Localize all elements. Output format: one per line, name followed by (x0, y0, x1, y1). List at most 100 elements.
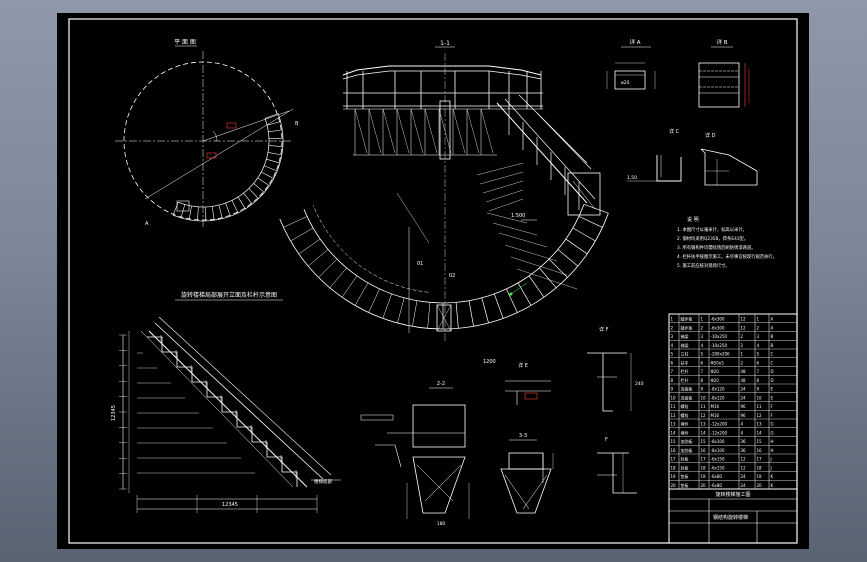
table-cell: 96 (741, 413, 747, 418)
plan-tread (264, 165, 278, 172)
table-cell: 10 (757, 395, 763, 400)
web-diag (368, 108, 382, 154)
table-cell: 5 (701, 352, 704, 357)
table-cell: 垫板 (681, 473, 689, 479)
table-cell: -6x300 (711, 317, 725, 322)
table-cell: 36 (741, 439, 747, 444)
table-cell: 12 (741, 465, 747, 470)
detail-e-title: 详 E (518, 362, 528, 369)
table-cell: 11 (701, 404, 707, 409)
svg-text:B: B (295, 121, 299, 127)
plan-tread (266, 121, 281, 126)
table-cell: 36 (741, 448, 747, 453)
table-cell: 2 (741, 343, 744, 348)
fan-tread (329, 267, 347, 288)
svg-text:ø20: ø20 (621, 80, 630, 86)
table-cell: 加劲板 (681, 438, 693, 444)
fan-tread (548, 258, 568, 278)
table-cell: 立柱 (681, 351, 689, 357)
web-diag (410, 108, 424, 154)
table-cell: F (771, 413, 774, 418)
table-cell: 48 (741, 369, 747, 374)
web-diag (438, 108, 452, 154)
table-cell: 3 (757, 334, 760, 339)
table-cell: 9 (671, 387, 674, 392)
table-cell: 垫板 (681, 482, 689, 488)
table-cell: 24 (741, 483, 747, 488)
section-web (353, 108, 497, 156)
fan-tread (557, 249, 579, 267)
table-cell: K (771, 483, 774, 488)
notes: 说 明 1. 本图尺寸以毫米计，标高以米计。 2. 钢材均采用Q235B，焊条E… (677, 216, 777, 269)
fan-label: 1200 (483, 359, 496, 365)
section-3-title: 3-3 (519, 433, 527, 439)
plan-stair-treads (172, 113, 284, 222)
table-cell: 螺栓 (681, 412, 689, 418)
svg-text:02: 02 (449, 273, 455, 279)
svg-text:180: 180 (437, 521, 446, 527)
fan-leaders (396, 192, 578, 290)
note-4: 4. 栏杆扶手按图示施工，未尽事宜按现行规范执行。 (677, 253, 777, 260)
table-cell: 埋件 (681, 429, 689, 435)
table-cell: 15 (701, 439, 707, 444)
table-cell: A (771, 317, 774, 322)
table-cell: 24 (741, 387, 747, 392)
table-cell: 17 (701, 457, 707, 462)
detail-c-title: 详 C (669, 128, 680, 135)
fan-outer-arc (279, 213, 609, 330)
plan-tread (225, 202, 231, 217)
plan-tread-outer-arc (172, 113, 284, 222)
table-cell: 24 (741, 474, 747, 479)
table-cell: 2 (741, 334, 744, 339)
table-cell: B (771, 343, 774, 348)
svg-text:F: F (605, 437, 608, 443)
table-cell: -8x120 (711, 395, 725, 400)
flight-posts (508, 107, 580, 210)
table-cell: 2 (671, 325, 674, 330)
stair-title: 1-1 (440, 40, 450, 47)
fan-tread (412, 300, 418, 327)
plan-tread (253, 183, 265, 193)
web-diag (424, 108, 438, 154)
fan-tread (298, 238, 321, 255)
table-cell: 7 (701, 369, 704, 374)
table-cell: 5 (757, 352, 760, 357)
fan-tread (427, 302, 431, 329)
table-cell: -200x200 (711, 352, 731, 357)
fan-tread (341, 275, 358, 298)
table-cell: -6x150 (711, 457, 725, 462)
web-diag (354, 108, 368, 154)
table-cell: 封板 (681, 464, 689, 470)
table-cell: 埋件 (681, 421, 689, 427)
table-cell: 7 (671, 369, 674, 374)
table-cell: 18 (671, 465, 677, 470)
fan-tread (506, 288, 518, 313)
title-block-name: 钢结构旋转楼梯 (713, 514, 748, 521)
svg-text:A: A (145, 221, 149, 227)
notes-title: 说 明 (687, 216, 699, 223)
table-cell: 2 (701, 325, 704, 330)
table-cell: -8x120 (711, 387, 725, 392)
table-cell: 12 (701, 413, 707, 418)
plan-tread (266, 158, 280, 164)
table-cell: C (771, 352, 774, 357)
table-cell: 19 (757, 474, 763, 479)
note-3: 3. 所有钢构件均需除锈后刷防锈漆两道。 (677, 244, 756, 251)
fan-tread (397, 297, 405, 324)
table-cell: 14 (701, 430, 707, 435)
table-cell: 栏杆 (681, 377, 689, 383)
elevation-underside (140, 330, 294, 488)
table-cell: 8 (671, 378, 674, 383)
plan-view: 平 面 图 A B (115, 39, 299, 228)
table-cell: G (771, 430, 774, 435)
section-leader (482, 180, 524, 194)
section-label: 1.500 (511, 213, 525, 219)
web-diag (480, 108, 494, 154)
table-cell: 梯梁 (681, 333, 689, 339)
table-cell: 16 (701, 448, 707, 453)
note-1: 1. 本图尺寸以毫米计，标高以米计。 (677, 226, 747, 233)
plan-tread (218, 204, 223, 219)
table-cell: 3 (671, 334, 674, 339)
section-leader (488, 198, 524, 212)
table-cell: 96 (741, 404, 747, 409)
